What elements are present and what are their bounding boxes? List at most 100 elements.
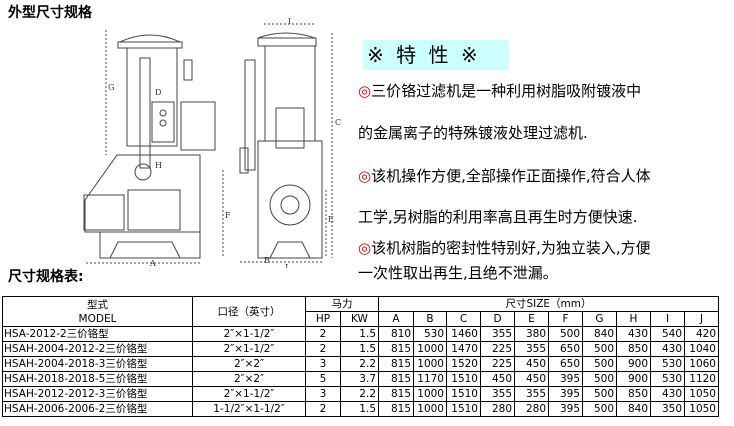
hp-cell: 2 bbox=[305, 401, 341, 417]
size-cell-e: 355 bbox=[514, 341, 549, 357]
size-cell-c: 1470 bbox=[446, 341, 481, 357]
dim-label-E: E bbox=[328, 215, 334, 224]
size-cell-b: 1000 bbox=[413, 341, 447, 357]
size-cell-f: 395 bbox=[548, 371, 583, 387]
size-col-header: C bbox=[446, 311, 481, 327]
model-cell: HSAH-2012-2012-3三价铬型 bbox=[2, 386, 193, 402]
hp-cell: 3 bbox=[305, 386, 341, 402]
dim-label-G: G bbox=[108, 83, 114, 92]
hp-cell: 2 bbox=[305, 326, 341, 342]
bore-cell: 2″×2″ bbox=[192, 356, 306, 372]
feature-text: 的金属离子的特殊镀液处理过滤机. bbox=[358, 124, 588, 142]
size-cell-g: 840 bbox=[582, 326, 617, 342]
size-cell-e: 450 bbox=[514, 356, 549, 372]
kw-cell: 2.2 bbox=[340, 356, 379, 372]
dim-label-H: H bbox=[155, 161, 162, 170]
outline-heading: 外型尺寸规格 bbox=[8, 5, 92, 21]
hp-header: HP bbox=[305, 311, 341, 327]
size-cell-a: 815 bbox=[378, 341, 414, 357]
size-cell-d: 355 bbox=[480, 326, 515, 342]
size-cell-g: 500 bbox=[582, 341, 617, 357]
hp-cell: 2 bbox=[305, 341, 341, 357]
size-cell-j: 1060 bbox=[684, 356, 719, 372]
size-col-header: B bbox=[413, 311, 447, 327]
dim-label-A-front: A bbox=[149, 259, 156, 268]
size-cell-e: 380 bbox=[514, 326, 549, 342]
model-header-en: MODEL bbox=[78, 312, 117, 325]
size-cell-i: 540 bbox=[650, 326, 685, 342]
kw-header: KW bbox=[340, 311, 379, 327]
size-cell-e: 355 bbox=[514, 386, 549, 402]
feature-line-5: ◎该机树脂的密封性特别好,为独立装入,方便 bbox=[358, 237, 651, 258]
size-cell-i: 430 bbox=[650, 341, 685, 357]
size-cell-f: 395 bbox=[548, 401, 583, 417]
size-col-header: D bbox=[480, 311, 515, 327]
bore-header: 口径（英寸） bbox=[192, 296, 306, 327]
size-cell-d: 280 bbox=[480, 401, 515, 417]
size-cell-f: 395 bbox=[548, 386, 583, 402]
size-col-header: H bbox=[616, 311, 651, 327]
size-cell-f: 500 bbox=[548, 326, 583, 342]
bore-cell: 2″×1-1/2″ bbox=[192, 386, 306, 402]
feature-line-4: 工学,另树脂的利用率高且再生时方便快速. bbox=[358, 206, 638, 227]
model-cell: HSAH-2004-2012-2三价铬型 bbox=[2, 341, 193, 357]
model-cell: HSAH-2018-2018-5三价铬型 bbox=[2, 371, 193, 387]
size-cell-i: 530 bbox=[650, 371, 685, 387]
kw-cell: 2.2 bbox=[340, 386, 379, 402]
size-col-header: G bbox=[582, 311, 617, 327]
size-cell-j: 1120 bbox=[684, 371, 719, 387]
size-cell-j: 1040 bbox=[684, 341, 719, 357]
feature-text: 三价铬过滤机是一种利用树脂吸附镀液中 bbox=[371, 82, 642, 100]
model-cell: HSAH-2006-2006-2三价铬型 bbox=[2, 401, 193, 417]
size-cell-h: 900 bbox=[616, 371, 651, 387]
size-cell-h: 850 bbox=[616, 341, 651, 357]
size-cell-c: 1510 bbox=[446, 371, 481, 387]
table-heading: 尺寸规格表: bbox=[8, 269, 84, 285]
size-cell-i: 430 bbox=[650, 386, 685, 402]
size-cell-c: 1460 bbox=[446, 326, 481, 342]
size-cell-b: 1000 bbox=[413, 401, 447, 417]
filter-machine-drawing: B A C D E F G H I J bbox=[83, 17, 341, 268]
bore-cell: 2″×1-1/2″ bbox=[192, 326, 306, 342]
kw-cell: 1.5 bbox=[340, 326, 379, 342]
size-cell-d: 225 bbox=[480, 356, 515, 372]
kw-cell: 1.5 bbox=[340, 401, 379, 417]
size-cell-b: 1170 bbox=[413, 371, 447, 387]
size-cell-j: 420 bbox=[684, 326, 719, 342]
dim-label-C: C bbox=[335, 118, 341, 127]
size-cell-b: 530 bbox=[413, 326, 447, 342]
size-cell-c: 1510 bbox=[446, 401, 481, 417]
size-cell-a: 815 bbox=[378, 386, 414, 402]
hp-cell: 5 bbox=[305, 371, 341, 387]
size-cell-j: 1050 bbox=[684, 401, 719, 417]
size-col-header: E bbox=[514, 311, 549, 327]
feature-line-1: ◎三价铬过滤机是一种利用树脂吸附镀液中 bbox=[358, 80, 641, 101]
size-header: 尺寸SIZE（mm） bbox=[378, 296, 719, 312]
feature-text: 一次性取出再生,且绝不泄漏。 bbox=[358, 264, 558, 282]
size-cell-g: 500 bbox=[582, 401, 617, 417]
size-cell-b: 1000 bbox=[413, 356, 447, 372]
dim-label-D: D bbox=[155, 88, 161, 97]
hp-cell: 3 bbox=[305, 356, 341, 372]
model-cell: HSA-2012-2三价铬型 bbox=[2, 326, 193, 342]
size-cell-g: 500 bbox=[582, 356, 617, 372]
size-cell-a: 810 bbox=[378, 326, 414, 342]
model-cell: HSAH-2004-2018-3三价铬型 bbox=[2, 356, 193, 372]
size-cell-i: 350 bbox=[650, 401, 685, 417]
size-cell-d: 225 bbox=[480, 341, 515, 357]
size-cell-h: 850 bbox=[616, 386, 651, 402]
bullet-icon: ◎ bbox=[358, 167, 372, 185]
size-cell-g: 500 bbox=[582, 386, 617, 402]
dim-label-F: F bbox=[225, 211, 231, 220]
size-cell-h: 900 bbox=[616, 356, 651, 372]
power-header: 马力 bbox=[305, 296, 379, 312]
kw-cell: 3.7 bbox=[340, 371, 379, 387]
size-col-header: J bbox=[684, 311, 719, 327]
size-cell-c: 1510 bbox=[446, 386, 481, 402]
features-title: ※ 特 性 ※ bbox=[363, 40, 509, 70]
